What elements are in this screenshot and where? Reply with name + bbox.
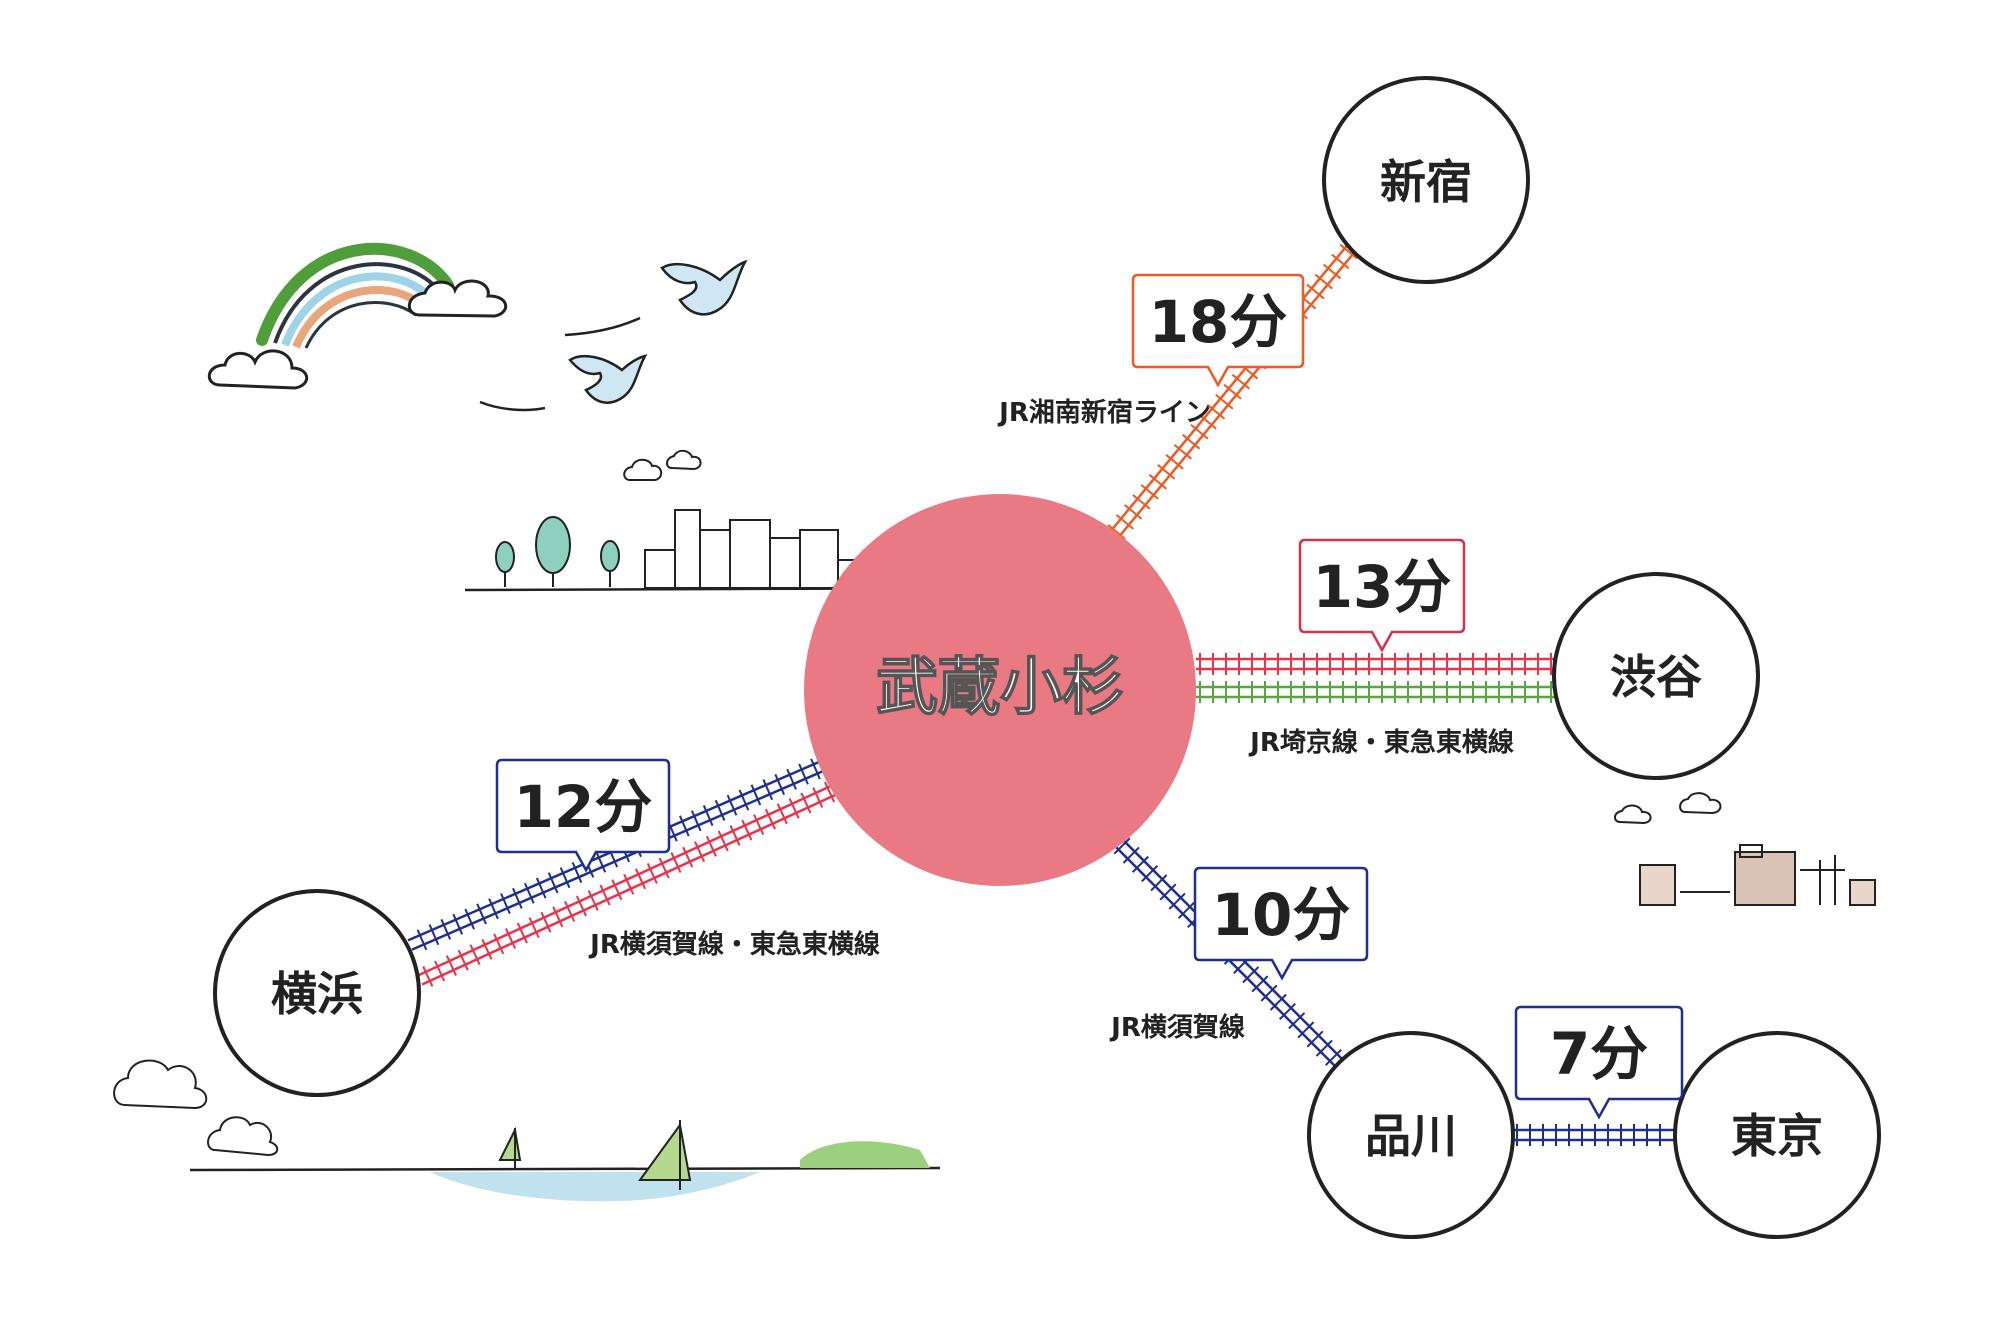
line-label-shinjuku: JR湘南新宿ライン — [997, 397, 1211, 428]
center-station-name: 武蔵小杉 — [876, 650, 1124, 723]
time-shinagawa: 10分 — [1212, 881, 1351, 949]
rail-lines — [407, 241, 1675, 1146]
station-name-tokyo: 東京 — [1731, 1109, 1823, 1163]
time-callout-yokohama: 12分 — [495, 758, 671, 873]
station-tokyo[interactable]: 東京 — [1673, 1031, 1881, 1239]
cloud-icon — [207, 279, 508, 390]
time-yokohama: 12分 — [514, 773, 653, 841]
station-name-shinagawa: 品川 — [1365, 1109, 1457, 1163]
line-label-shibuya: JR埼京線・東急東横線 — [1248, 727, 1514, 758]
time-callout-shinjuku: 18分 — [1131, 273, 1305, 388]
center-station-circle — [804, 494, 1196, 886]
swoosh-lines — [479, 316, 641, 412]
time-shibuya: 13分 — [1313, 553, 1452, 621]
station-name-yokohama: 横浜 — [271, 967, 363, 1021]
time-shinjuku: 18分 — [1149, 288, 1288, 356]
time-callout-shibuya: 13分 — [1298, 538, 1466, 653]
rail-yokosuka-tokyo — [1513, 1124, 1675, 1146]
rail-saikyo-shibuya — [1196, 681, 1556, 703]
station-name-shibuya: 渋谷 — [1610, 650, 1702, 704]
seaside-illustration — [113, 1059, 941, 1202]
station-shinagawa[interactable]: 品川 — [1307, 1031, 1515, 1239]
station-shinjuku[interactable]: 新宿 — [1322, 76, 1530, 284]
line-label-yokohama: JR横須賀線・東急東横線 — [588, 929, 880, 960]
station-yokohama[interactable]: 横浜 — [213, 889, 421, 1097]
shibuya-buildings-illustration — [1614, 792, 1876, 906]
rail-toyoko-shibuya — [1196, 653, 1556, 675]
time-tokyo: 7分 — [1550, 1020, 1648, 1088]
station-shibuya[interactable]: 渋谷 — [1552, 572, 1760, 780]
station-name-shinjuku: 新宿 — [1380, 155, 1472, 209]
time-callout-tokyo: 7分 — [1514, 1005, 1684, 1120]
rail-toyoko-yokohama — [417, 776, 848, 987]
bird-icon — [568, 259, 748, 404]
line-label-shinagawa: JR横須賀線 — [1109, 1012, 1245, 1043]
time-callout-shinagawa: 10分 — [1193, 866, 1369, 981]
